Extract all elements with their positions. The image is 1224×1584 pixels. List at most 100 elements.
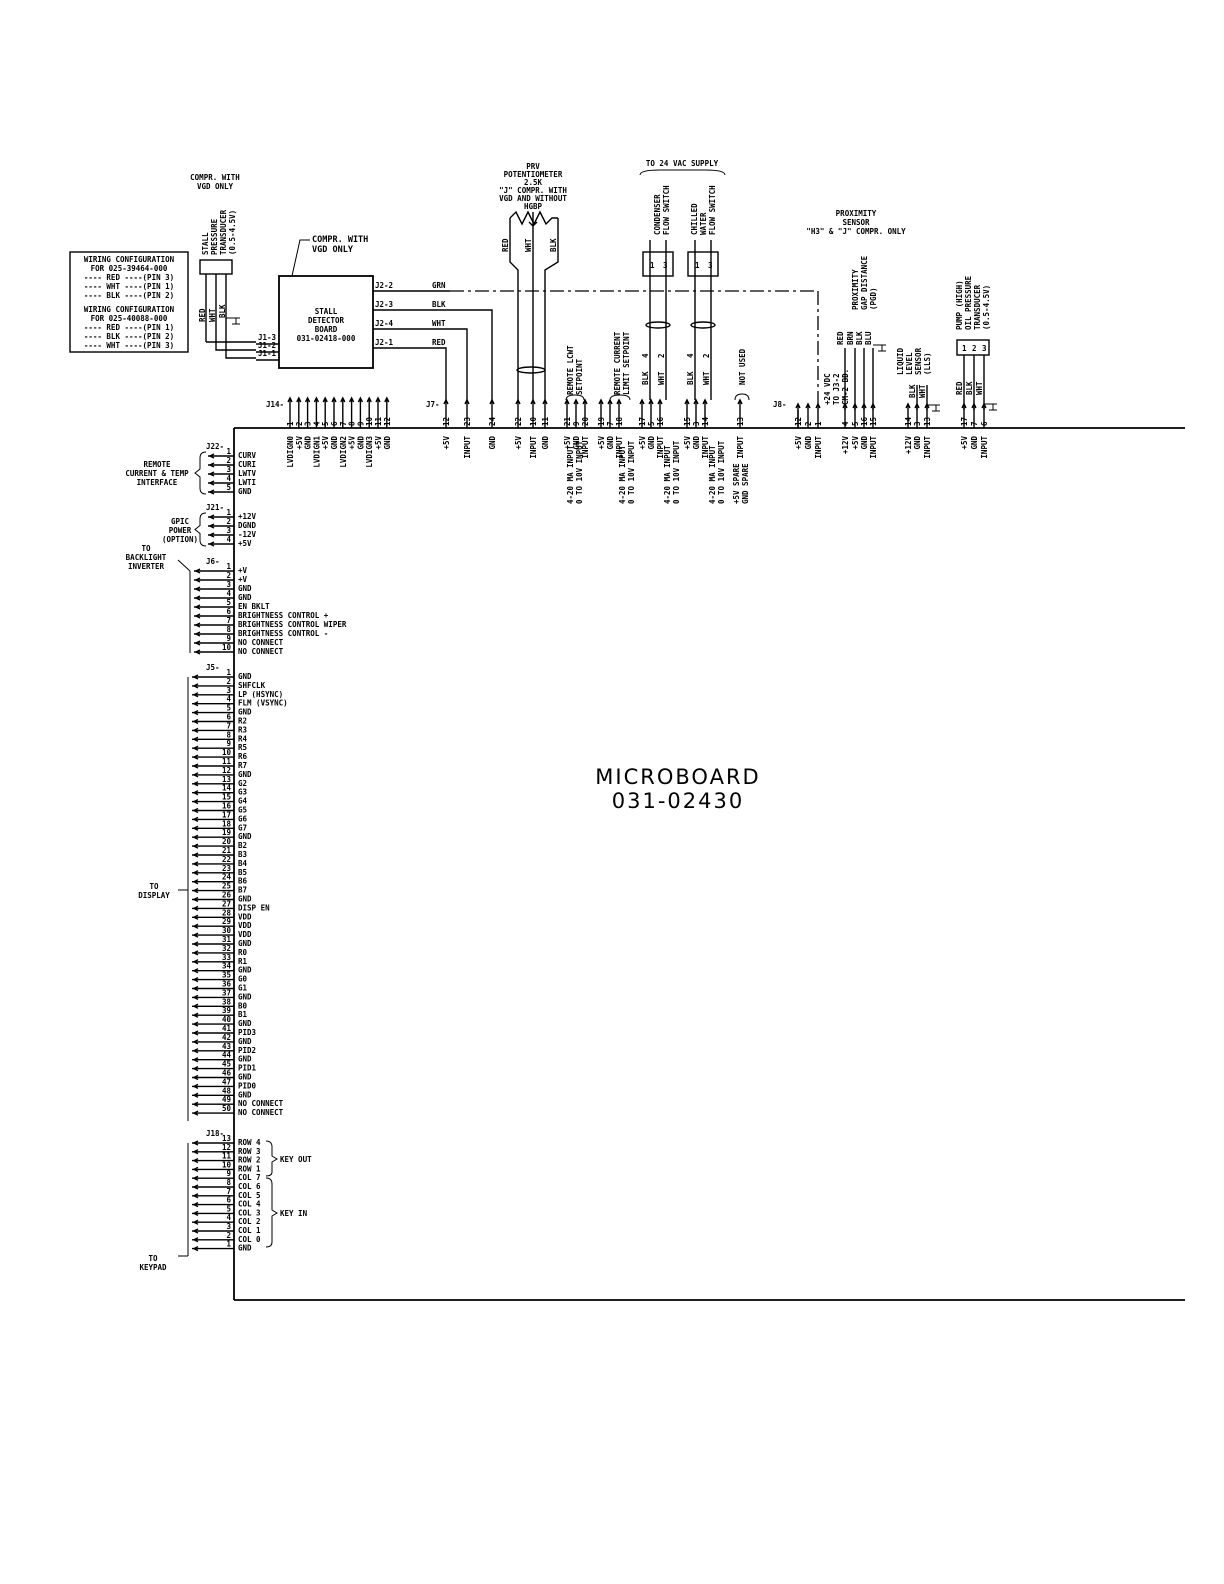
j22-group: INTERFACE	[137, 478, 178, 487]
flow-wire-label: WHT	[657, 371, 666, 385]
j6-group: INVERTER	[128, 562, 165, 571]
not-used: NOT USED	[734, 348, 750, 401]
j8-signal: +12V	[904, 436, 913, 455]
j2-wire-color: GRN	[432, 281, 446, 290]
j5-signal: B5	[238, 868, 247, 877]
j7-note: 0 TO 10V INPUT	[672, 440, 681, 504]
j21-signal: DGND	[238, 521, 257, 530]
proximity-label: PROXIMITY	[836, 209, 877, 218]
prv-potentiometer: PRV POTENTIOMETER 2.5K "J" COMPR. WITH V…	[499, 162, 567, 400]
prv-wire-color: WHT	[524, 238, 533, 252]
j14-signal: LVDIGN2	[339, 436, 348, 468]
j5-pin: 6	[226, 713, 231, 722]
j7-signal: +5V	[683, 436, 692, 450]
oil-wire-color: BLK	[965, 381, 974, 395]
j5-pin: 36	[222, 980, 232, 989]
j5-signal: FLM (VSYNC)	[238, 699, 288, 708]
j22-pin: 3	[226, 465, 231, 474]
j22-group: CURRENT & TEMP	[125, 469, 189, 478]
j5-signal: G5	[238, 806, 247, 815]
wiring-config-line: ---- WHT ----(PIN 3)	[84, 341, 174, 350]
j14-signal: LVDIGN0	[286, 436, 295, 468]
microboard-part: 031-02430	[612, 789, 744, 813]
j18-pin: 3	[226, 1222, 231, 1231]
j7-signal: GND	[488, 436, 497, 450]
chilled-water-flow-switch: CHILLED WATER FLOW SWITCH 1 3 BLK 4 WHT …	[686, 185, 719, 400]
j21-pin: 2	[226, 517, 231, 526]
j14-pin: 1	[286, 421, 295, 426]
j7-pin: 3	[692, 421, 701, 426]
prv-label: "J" COMPR. WITH	[499, 186, 567, 195]
j5-pin: 41	[222, 1024, 232, 1033]
j18-pin: 7	[226, 1187, 231, 1196]
j7-pin: 14	[701, 416, 710, 426]
j14-signal: GND	[383, 436, 392, 450]
j14-signal: LVDIGN1	[312, 436, 321, 468]
j21-pin: 4	[226, 535, 231, 544]
j6-group: TO	[141, 544, 151, 553]
j5-signal: B2	[238, 841, 247, 850]
j5-pin: 43	[222, 1042, 232, 1051]
remote-lcwt-label: SETPOINT	[575, 358, 584, 395]
j6-signal: BRIGHTNESS CONTROL WIPER	[238, 620, 347, 629]
j5-pin: 5	[226, 704, 231, 713]
j7-note: 4-20 MA INPUT	[708, 445, 717, 504]
j5-pin: 44	[222, 1051, 232, 1060]
j18-signal: COL 3	[238, 1208, 261, 1217]
j5-pin: 31	[222, 935, 232, 944]
prox-wire-color: BLU	[864, 331, 873, 345]
j18-group: TO	[148, 1254, 158, 1263]
stall-transducer-label: (0.5-4.5V)	[228, 210, 237, 255]
j5-signal: NO CONNECT	[238, 1108, 284, 1117]
prv-label: PRV	[526, 162, 540, 171]
j5-signal: R3	[238, 725, 248, 734]
j5-pin: 45	[222, 1060, 231, 1069]
j14-pin: 10	[365, 416, 374, 426]
j8-signal: +12V	[841, 436, 850, 455]
prv-wire-color: RED	[501, 238, 510, 252]
j8-signal: INPUT	[923, 436, 932, 459]
j8-signal: INPUT	[814, 436, 823, 459]
j7-pin: 9	[572, 421, 581, 426]
j7-signal: GND	[647, 436, 656, 450]
callout-leader	[291, 239, 310, 277]
lls-label: LEVEL	[905, 352, 914, 375]
j18-signal: ROW 1	[238, 1164, 261, 1173]
j7-signal: INPUT	[463, 436, 472, 459]
j5-pin: 11	[222, 757, 232, 766]
j22-pin: 5	[226, 483, 231, 492]
stall-wire-color: RED	[198, 308, 207, 322]
j7-signal: INPUT	[736, 436, 745, 459]
j5-signal: GND	[238, 1073, 252, 1082]
j6-signal: EN BKLT	[238, 602, 270, 611]
j5-group: TO	[149, 882, 159, 891]
j7-note: 4-20 MA INPUT	[618, 445, 627, 504]
stall-board-label: 031-02418-000	[297, 334, 356, 343]
prox-wire-color: BLK	[855, 331, 864, 345]
vac-supply: TO 24 VAC SUPPLY	[639, 159, 726, 176]
j5-pin: 22	[222, 855, 231, 864]
j7-pin: 20	[581, 416, 590, 426]
lls-label: SENSOR	[914, 347, 923, 375]
prv-wire-color: BLK	[549, 238, 558, 252]
stall-transducer-label: STALL	[201, 232, 210, 255]
j8-pin: 1	[814, 421, 823, 426]
j22-pin: 1	[226, 447, 231, 456]
stall-board-label: DETECTOR	[308, 316, 345, 325]
proximity-sensor: PROXIMITY SENSOR "H3" & "J" COMPR. ONLY …	[806, 209, 906, 410]
j5-pin: 1	[226, 668, 231, 677]
j5-signal: R7	[238, 761, 247, 770]
j5-group: DISPLAY	[138, 891, 170, 900]
j8-pin: 14	[904, 416, 913, 426]
j21-signal: -12V	[238, 530, 257, 539]
j22-signal: LWTV	[238, 469, 257, 478]
resistor-icon	[509, 210, 558, 226]
j8-pin: 13	[923, 416, 932, 426]
j6-pin: 6	[226, 607, 231, 616]
j18-pin: 12	[222, 1143, 231, 1152]
j5-signal: PID3	[238, 1028, 257, 1037]
j6-signal: BRIGHTNESS CONTROL +	[238, 611, 329, 620]
j5-signal: R1	[238, 957, 248, 966]
flow-terminal: 1	[650, 261, 655, 270]
j5-pin: 48	[222, 1086, 232, 1095]
